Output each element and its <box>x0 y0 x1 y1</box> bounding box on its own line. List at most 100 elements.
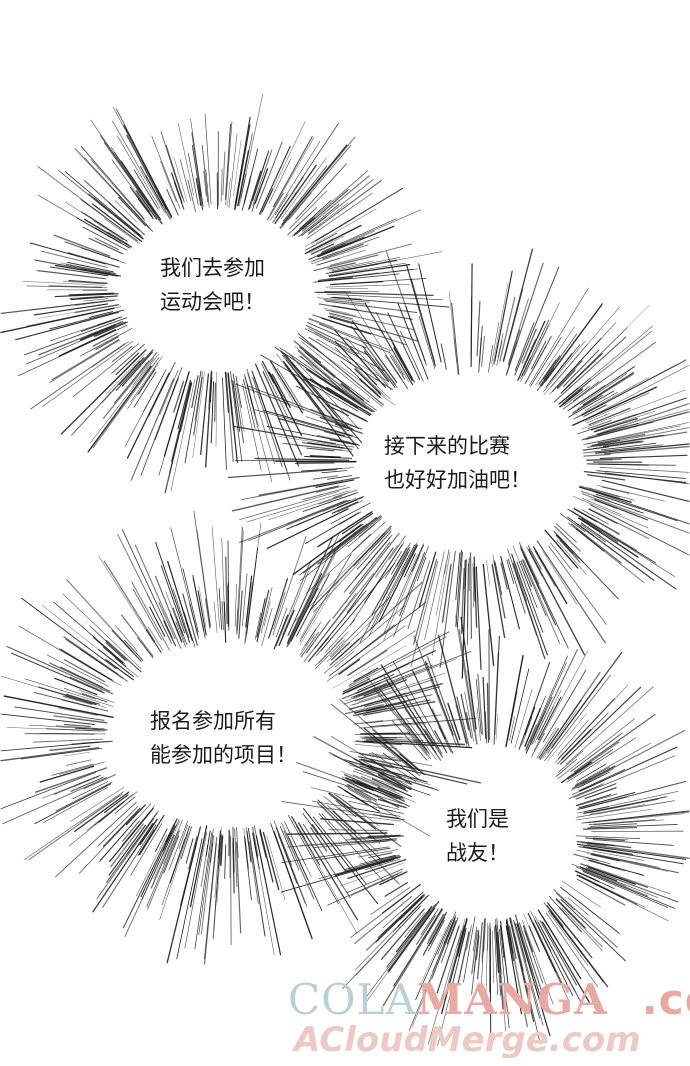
burst-line <box>496 917 502 974</box>
burst-line <box>254 612 261 640</box>
burst-line <box>309 235 345 254</box>
burst-line <box>20 747 103 760</box>
burst-line <box>185 838 194 864</box>
burst-line <box>58 761 105 775</box>
burst-line <box>576 763 607 782</box>
burst-line <box>340 360 381 398</box>
burst-line <box>556 360 583 389</box>
burst-line <box>427 930 462 1045</box>
burst-line <box>555 758 578 777</box>
burst-line <box>555 534 574 554</box>
burst-line <box>349 761 430 785</box>
burst-line <box>62 695 93 705</box>
burst-line <box>365 903 437 998</box>
burst-line <box>555 534 579 559</box>
burst-line <box>106 812 158 883</box>
burst-line <box>323 431 350 439</box>
burst-line <box>382 897 417 929</box>
burst-line <box>568 390 615 418</box>
burst-line <box>323 298 365 305</box>
burst-line <box>287 835 323 911</box>
burst-line <box>57 169 143 240</box>
burst-line <box>578 791 636 809</box>
burst-line <box>565 686 654 765</box>
burst-line <box>114 624 138 652</box>
burst-line <box>294 346 357 401</box>
burst-line <box>204 598 211 629</box>
burst-line <box>268 159 291 204</box>
burst-line <box>507 549 538 636</box>
burst-line <box>381 893 425 936</box>
burst-line <box>330 596 391 658</box>
burst-line <box>78 689 115 703</box>
burst-line <box>318 637 344 664</box>
burst-line <box>66 759 92 766</box>
burst-line <box>354 895 413 945</box>
burst-line <box>256 597 266 638</box>
burst-line <box>370 363 389 386</box>
burst-line <box>401 545 417 575</box>
burst-line <box>273 614 289 650</box>
burst-line <box>348 631 450 686</box>
burst-line <box>544 674 611 762</box>
burst-line <box>198 828 214 935</box>
burst-line <box>288 542 342 646</box>
burst-line <box>603 440 643 448</box>
burst-line <box>339 511 362 525</box>
burst-line <box>261 360 275 384</box>
burst-line <box>561 729 592 760</box>
burst-line <box>392 355 410 383</box>
burst-line <box>279 347 376 412</box>
burst-line <box>547 903 583 947</box>
burst-line <box>521 319 550 377</box>
burst-line <box>316 485 347 493</box>
burst-line <box>350 894 408 938</box>
burst-line <box>241 481 338 501</box>
burst-line <box>596 402 690 435</box>
burst-line <box>579 373 628 405</box>
burst-line <box>396 542 411 567</box>
burst-line <box>133 169 159 210</box>
burst-line <box>536 706 554 740</box>
burst-line <box>550 353 573 381</box>
burst-line <box>60 349 147 435</box>
burst-line <box>42 775 100 799</box>
burst-line <box>440 917 459 963</box>
burst-line <box>283 821 312 878</box>
burst-line <box>275 827 308 907</box>
burst-line <box>426 913 445 945</box>
burst-line <box>582 412 687 440</box>
burst-line <box>491 322 500 364</box>
burst-line <box>248 499 351 542</box>
burst-line <box>269 137 314 215</box>
burst-line <box>333 489 358 498</box>
burst-line <box>180 382 193 432</box>
burst-line <box>249 841 259 905</box>
burst-line <box>81 247 126 264</box>
burst-line <box>358 518 382 538</box>
burst-line <box>84 218 132 248</box>
burst-line <box>495 713 498 741</box>
burst-line <box>121 529 173 639</box>
burst-line <box>499 296 516 362</box>
burst-line <box>235 827 239 858</box>
burst-line <box>139 818 158 846</box>
burst-line <box>39 765 95 783</box>
burst-line <box>597 433 646 444</box>
burst-line <box>99 818 138 863</box>
burst-line <box>526 711 546 754</box>
burst-line <box>134 544 182 649</box>
burst-line <box>538 359 557 385</box>
burst-line <box>545 344 581 388</box>
burst-line <box>6 727 101 732</box>
burst-line <box>575 794 612 806</box>
burst-line <box>231 485 339 512</box>
burst-line <box>539 671 601 761</box>
burst-line <box>165 818 178 843</box>
burst-line <box>326 293 443 301</box>
burst-line <box>346 806 397 816</box>
burst-line <box>121 351 153 387</box>
burst-line <box>347 788 431 837</box>
burst-line <box>86 665 122 687</box>
burst-line <box>168 382 192 474</box>
